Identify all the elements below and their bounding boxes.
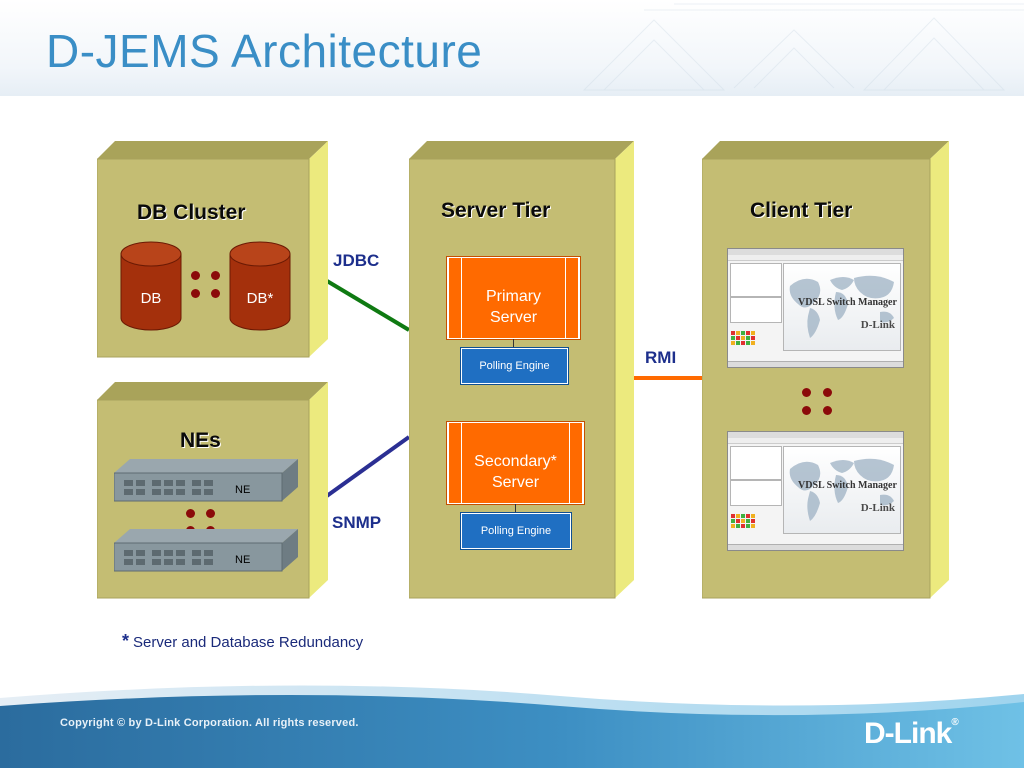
header-band bbox=[0, 0, 1024, 96]
connector-tick bbox=[515, 504, 516, 513]
registered-mark: ® bbox=[951, 717, 958, 728]
polling-engine-bottom: Polling Engine bbox=[460, 512, 572, 550]
ne-bottom-label: NE bbox=[235, 554, 251, 566]
ellipsis-dot bbox=[802, 388, 811, 397]
db-cluster-title: DB Cluster bbox=[137, 201, 246, 224]
window-main-pane bbox=[783, 263, 901, 351]
ellipsis-dot bbox=[206, 509, 215, 518]
connector-tick bbox=[513, 339, 514, 348]
window-tree-pane bbox=[730, 297, 782, 323]
window-tree-pane bbox=[730, 480, 782, 506]
network-switch-icon bbox=[114, 529, 298, 572]
rmi-label: RMI bbox=[645, 348, 677, 367]
database-icon bbox=[229, 241, 291, 331]
footer-band bbox=[0, 685, 1024, 768]
footnote-star: * bbox=[122, 631, 130, 651]
page-title: D-JEMS Architecture bbox=[46, 25, 483, 77]
app-window-thumbnail: VDSL Switch Manager D-Link bbox=[727, 248, 904, 368]
primary-server-line2: Server bbox=[489, 309, 538, 326]
snmp-label: SNMP bbox=[332, 513, 382, 532]
ellipsis-dot bbox=[211, 271, 220, 280]
nes-title: NEs bbox=[180, 429, 221, 452]
ellipsis-dot bbox=[823, 406, 832, 415]
window-tree-pane bbox=[730, 263, 782, 297]
footer-logo: D-Link® bbox=[864, 717, 959, 751]
window-main-pane bbox=[783, 446, 901, 534]
jdbc-label: JDBC bbox=[333, 251, 380, 270]
server-box-side-bar bbox=[565, 258, 579, 338]
status-grid-icon bbox=[731, 331, 755, 345]
window-menubar bbox=[728, 438, 903, 444]
snmp-line bbox=[315, 435, 411, 505]
server-box-side-bar bbox=[569, 423, 583, 503]
polling-engine-top: Polling Engine bbox=[460, 347, 569, 385]
footnote-text: Server and Database Redundancy bbox=[133, 634, 364, 651]
window-statusbar bbox=[728, 361, 903, 367]
copyright-text: Copyright © by D-Link Corporation. All r… bbox=[60, 717, 359, 729]
app-product-name: VDSL Switch Manager bbox=[798, 480, 897, 491]
header-decoration bbox=[582, 3, 1024, 91]
app-window-thumbnail: VDSL Switch Manager D-Link bbox=[727, 431, 904, 551]
primary-server-box: Primary Server bbox=[446, 256, 581, 340]
database-icon bbox=[120, 241, 182, 331]
secondary-server-line2: Server bbox=[491, 474, 540, 491]
network-switch-icon bbox=[114, 459, 298, 502]
window-tree-pane bbox=[730, 446, 782, 480]
primary-server-line1: Primary bbox=[485, 288, 542, 305]
footnote: *Server and Database Redundancy bbox=[122, 631, 363, 652]
footer-logo-text: D-Link bbox=[864, 717, 952, 750]
secondary-server-box: Secondary* Server bbox=[446, 421, 585, 505]
ellipsis-dot bbox=[802, 406, 811, 415]
app-logo: D-Link bbox=[860, 319, 895, 331]
window-menubar bbox=[728, 255, 903, 261]
window-statusbar bbox=[728, 544, 903, 550]
db-secondary-label: DB* bbox=[246, 290, 274, 307]
jdbc-line bbox=[320, 276, 411, 332]
client-tier-title: Client Tier bbox=[750, 199, 853, 222]
world-map-graphic bbox=[789, 275, 894, 338]
app-logo: D-Link bbox=[860, 502, 895, 514]
secondary-server-line1: Secondary* bbox=[474, 453, 557, 470]
ellipsis-dot bbox=[186, 509, 195, 518]
server-tier-title: Server Tier bbox=[441, 199, 551, 222]
db-primary-label: DB bbox=[140, 290, 162, 307]
ellipsis-dot bbox=[191, 271, 200, 280]
app-product-name: VDSL Switch Manager bbox=[798, 297, 897, 308]
status-grid-icon bbox=[731, 514, 755, 528]
server-box-side-bar bbox=[448, 423, 462, 503]
ellipsis-dot bbox=[191, 289, 200, 298]
ellipsis-dot bbox=[823, 388, 832, 397]
world-map-graphic bbox=[789, 458, 894, 521]
server-box-side-bar bbox=[448, 258, 462, 338]
ne-top-label: NE bbox=[235, 484, 251, 496]
ellipsis-dot bbox=[211, 289, 220, 298]
